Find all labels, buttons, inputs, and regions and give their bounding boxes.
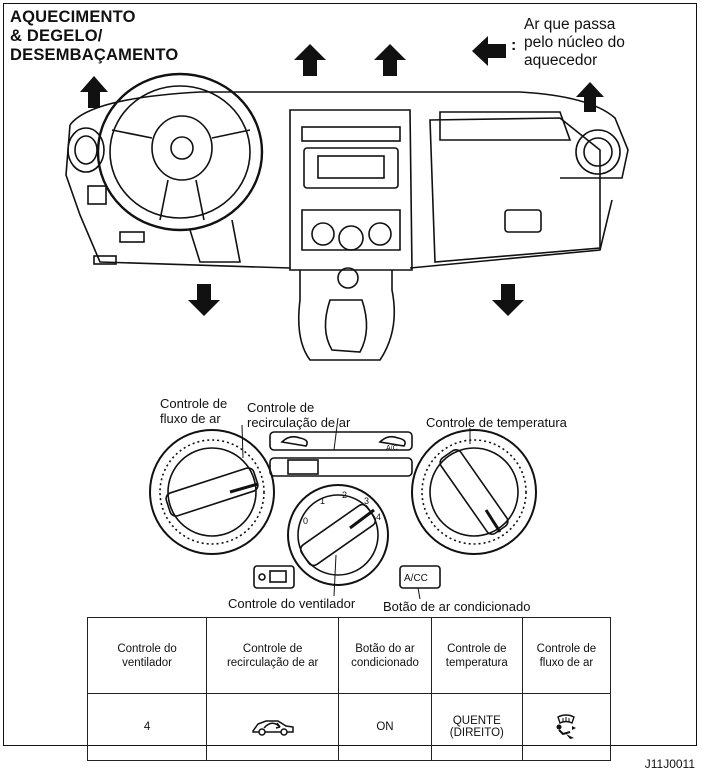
fan-number-1: 1 [320,496,325,506]
up-arrow-icon [294,44,326,76]
recirculation-control-label: Controle de recirculação de ar [247,400,351,430]
fan-number-4: 4 [376,512,381,522]
table-header-cell: Controle de fluxo de ar [521,617,612,694]
fan-speed-numbers: 0 1 2 3 4 A/CC A/C [303,445,428,584]
settings-table: Controle do ventilador Controle de recir… [86,617,612,761]
airflow-arrows [80,36,604,316]
table-header-cell: Controle de temperatura [430,617,523,694]
recirculation-car-icon [251,719,294,736]
page-title: AQUECIMENTO & DEGELO/ DESEMBAÇAMENTO [10,8,179,64]
fan-number-3: 3 [364,496,369,506]
table-cell [521,693,612,761]
fan-control-label: Controle do ventilador [228,596,356,611]
fan-number-0: 0 [303,516,308,526]
airflow-control-label: Controle de fluxo de ar [160,396,228,426]
table-header-cell: Controle de recirculação de ar [206,617,340,694]
legend-colon: : [511,37,517,54]
ac-button-text: A/CC [404,573,428,584]
figure-code: J11J0011 [644,757,695,771]
fan-number-2: 2 [342,490,347,500]
rear-defrost-button[interactable] [253,565,295,589]
table-cell [206,693,340,761]
down-arrow-icon [492,284,524,316]
mini-ac-text: A/C [386,445,398,452]
table-header-row: Controle do ventilador Controle de recir… [86,617,612,694]
recirculation-slider[interactable] [269,431,413,477]
black-left-arrow-icon [472,36,506,66]
down-arrow-icon [188,284,220,316]
airflow-control-dial[interactable] [149,429,275,555]
temperature-control-label: Controle de temperatura [426,415,567,430]
table-row: 4 ON QUENTE (DIREITO) [86,693,612,761]
ac-button[interactable] [399,565,441,589]
climate-control-panel [149,417,537,600]
table-header-cell: Controle do ventilador [86,617,208,694]
table-cell: 4 [86,693,208,761]
table-header-cell: Botão do ar condicionado [338,617,432,694]
up-arrow-icon [80,76,108,108]
legend-text: Ar que passa pelo núcleo do aquecedor [524,16,625,69]
up-arrow-icon [374,44,406,76]
ac-button-label: Botão de ar condicionado [383,599,531,614]
table-cell: ON [338,693,432,761]
defrost-floor-airflow-icon [556,713,577,739]
fan-control-dial[interactable] [287,484,389,586]
temperature-control-dial[interactable] [411,429,537,555]
dashboard-outline [65,72,629,361]
up-arrow-icon [576,82,604,112]
table-cell: QUENTE (DIREITO) [430,693,523,761]
